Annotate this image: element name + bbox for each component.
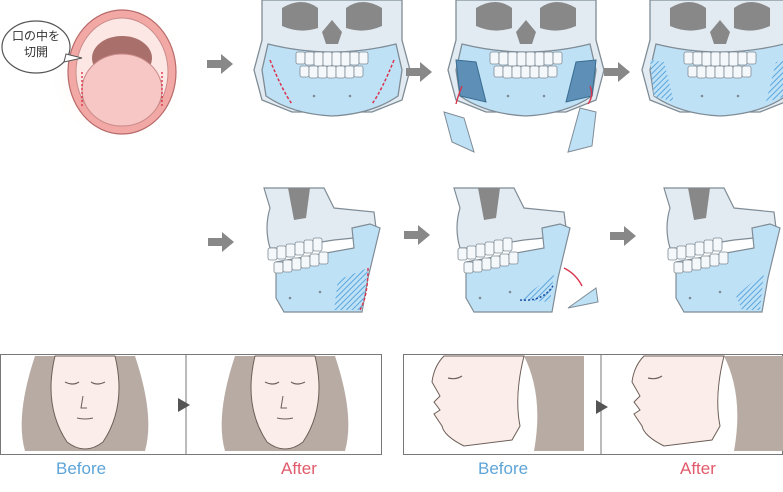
after-label-side: After	[680, 459, 716, 478]
speech-bubble-line2: 切開	[23, 45, 48, 59]
arrow-right-icon	[406, 62, 432, 82]
skull-side-result	[663, 187, 781, 313]
arrow-right-icon	[404, 225, 430, 245]
skull-side-incision	[263, 187, 381, 313]
before-label-front: Before	[56, 459, 107, 478]
skull-front-resection	[447, 0, 605, 117]
side-comparison-panel	[403, 354, 783, 455]
after-label-front: After	[281, 459, 317, 478]
removed-bone-piece-right	[567, 107, 597, 153]
arrow-right-icon	[178, 398, 190, 412]
front-comparison-panel	[0, 354, 382, 455]
speech-bubble	[1, 20, 83, 74]
open-mouth-illustration	[46, 2, 190, 146]
arrow-right-icon	[610, 226, 636, 246]
removed-bone-piece-side	[567, 287, 599, 309]
speech-bubble-text: 口の中を 切開	[4, 28, 68, 60]
skull-front-result	[641, 0, 783, 117]
arrow-right-icon	[208, 232, 234, 252]
skull-front-incision	[253, 0, 411, 117]
before-label-side: Before	[478, 459, 529, 478]
arrow-right-icon	[604, 62, 630, 82]
skull-side-resection	[453, 187, 583, 313]
removed-bone-piece-left	[443, 111, 475, 153]
speech-bubble-line1: 口の中を	[11, 29, 60, 43]
arrow-right-icon	[596, 400, 608, 414]
arrow-right-icon	[207, 54, 233, 74]
